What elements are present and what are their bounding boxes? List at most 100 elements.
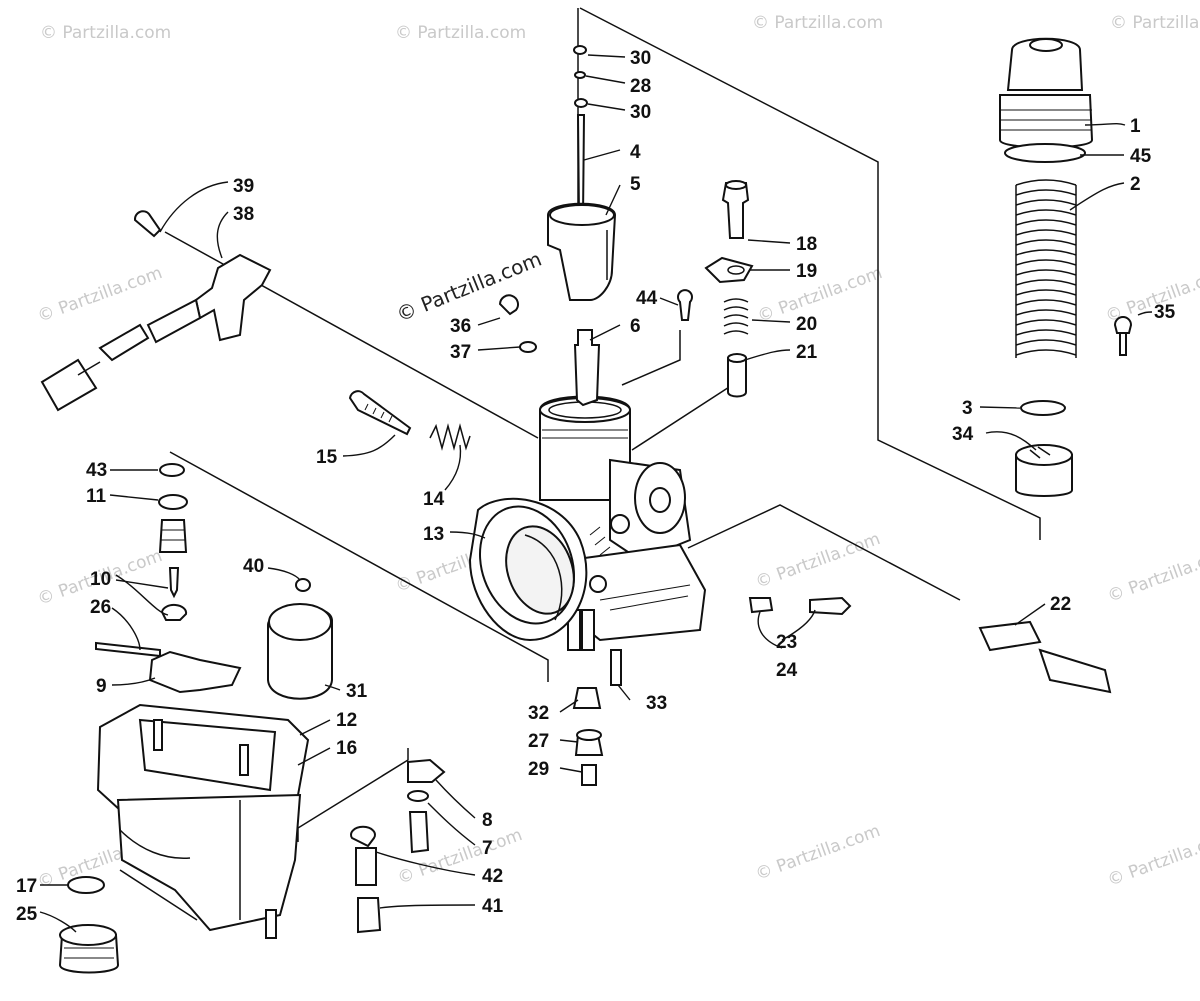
callout-25: 25 bbox=[16, 904, 38, 925]
screw-24 bbox=[809, 596, 852, 616]
watermark: © Partzilla.com bbox=[753, 529, 883, 593]
callout-30: 30 bbox=[630, 102, 651, 123]
watermark: © Partzilla.com bbox=[395, 23, 526, 43]
callout-37: 37 bbox=[450, 342, 471, 363]
spring-14 bbox=[429, 423, 471, 451]
callout-labels: 30 28 30 4 5 6 1 45 2 35 3 34 18 19 20 2… bbox=[16, 48, 1176, 925]
needle-valve-10 bbox=[168, 567, 180, 599]
callout-27: 27 bbox=[528, 731, 549, 752]
watermark: © Partzilla.com bbox=[40, 23, 171, 43]
float-valve-group bbox=[95, 463, 242, 694]
callout-4: 4 bbox=[630, 142, 641, 163]
spring-20 bbox=[723, 298, 749, 335]
callout-39: 39 bbox=[233, 176, 254, 197]
callout-38: 38 bbox=[233, 204, 254, 225]
air-screw-group bbox=[704, 180, 754, 398]
screw-35 bbox=[1113, 316, 1133, 334]
callout-33: 33 bbox=[646, 693, 667, 714]
o-ring-17 bbox=[67, 876, 105, 894]
watermark: © Partzilla.com bbox=[755, 263, 885, 327]
sensor-bracket-38 bbox=[194, 253, 272, 342]
callout-12: 12 bbox=[336, 710, 357, 731]
plug-40 bbox=[295, 578, 311, 592]
washer-37 bbox=[519, 341, 537, 353]
callout-22: 22 bbox=[1050, 594, 1071, 615]
float-group bbox=[267, 578, 333, 700]
washer-43 bbox=[159, 463, 185, 477]
slide-holder-34 bbox=[1015, 454, 1073, 497]
callout-13: 13 bbox=[423, 524, 444, 545]
sensor-group bbox=[40, 210, 272, 412]
spring-23 bbox=[748, 597, 774, 614]
connector bbox=[40, 358, 98, 412]
callout-16: 16 bbox=[336, 738, 357, 759]
callout-14: 14 bbox=[423, 489, 445, 510]
callout-30: 30 bbox=[630, 48, 651, 69]
callout-43: 43 bbox=[86, 460, 107, 481]
callout-21: 21 bbox=[796, 342, 818, 363]
float-pin-26 bbox=[95, 641, 161, 658]
callout-6: 6 bbox=[630, 316, 641, 337]
callout-15: 15 bbox=[316, 447, 338, 468]
callout-31: 31 bbox=[346, 681, 368, 702]
watermark: © Partzilla.com bbox=[1110, 13, 1200, 33]
carburetor-body bbox=[468, 395, 707, 651]
throttle-stop-screw-15 bbox=[348, 390, 412, 436]
callout-36: 36 bbox=[450, 316, 471, 337]
valve-21 bbox=[727, 357, 747, 398]
main-jet-32 bbox=[572, 687, 602, 709]
callout-18: 18 bbox=[796, 234, 817, 255]
watermark-center: © Partzilla.com bbox=[393, 247, 545, 327]
drain-group bbox=[58, 876, 120, 974]
watermark: © Partzilla.com bbox=[1105, 543, 1200, 607]
throttle-slide-5 bbox=[547, 202, 617, 301]
callout-1: 1 bbox=[1130, 116, 1141, 137]
retainer-3 bbox=[1020, 400, 1066, 416]
callout-24: 24 bbox=[776, 660, 798, 681]
callout-45: 45 bbox=[1130, 146, 1152, 167]
top-cap-group bbox=[999, 37, 1133, 497]
callout-17: 17 bbox=[16, 876, 37, 897]
washer-30-top bbox=[573, 45, 587, 55]
washer-11 bbox=[158, 494, 188, 510]
clip-28 bbox=[574, 71, 586, 79]
callout-3: 3 bbox=[962, 398, 973, 419]
float-bowl-16 bbox=[116, 793, 302, 932]
fitting-18 bbox=[721, 182, 750, 239]
callout-19: 19 bbox=[796, 261, 817, 282]
watermark: © Partzilla.com bbox=[752, 13, 883, 33]
watermark: © Partzilla.com bbox=[1105, 827, 1200, 891]
callout-28: 28 bbox=[630, 76, 651, 97]
watermark: © Partzilla.com bbox=[1103, 263, 1200, 327]
plate-19 bbox=[704, 256, 754, 284]
callout-20: 20 bbox=[796, 314, 817, 335]
screw-33 bbox=[610, 649, 622, 686]
spring-2 bbox=[1015, 179, 1077, 358]
valve-seat-10 bbox=[158, 519, 188, 553]
callout-29: 29 bbox=[528, 759, 549, 780]
callout-10: 10 bbox=[90, 569, 111, 590]
pilot-screw-group bbox=[348, 289, 693, 451]
throttle-slide-group bbox=[547, 45, 617, 407]
float-arm-9 bbox=[148, 650, 242, 694]
leader-lines bbox=[39, 54, 1153, 933]
callout-41: 41 bbox=[482, 896, 504, 917]
callout-32: 32 bbox=[528, 703, 549, 724]
callout-23: 23 bbox=[776, 632, 797, 653]
callout-42: 42 bbox=[482, 866, 503, 887]
callout-9: 9 bbox=[96, 676, 107, 697]
callout-40: 40 bbox=[243, 556, 264, 577]
gasket-45 bbox=[1004, 143, 1086, 163]
callout-7: 7 bbox=[482, 838, 493, 859]
callout-11: 11 bbox=[86, 486, 107, 507]
plate-8 bbox=[407, 758, 446, 783]
screw-39 bbox=[133, 210, 162, 238]
callout-35: 35 bbox=[1154, 302, 1176, 323]
callout-26: 26 bbox=[90, 597, 111, 618]
vent-hose-22 bbox=[978, 620, 1112, 694]
jet-group bbox=[572, 596, 852, 786]
screw-44 bbox=[677, 289, 693, 321]
watermark: © Partzilla.com bbox=[35, 263, 165, 327]
